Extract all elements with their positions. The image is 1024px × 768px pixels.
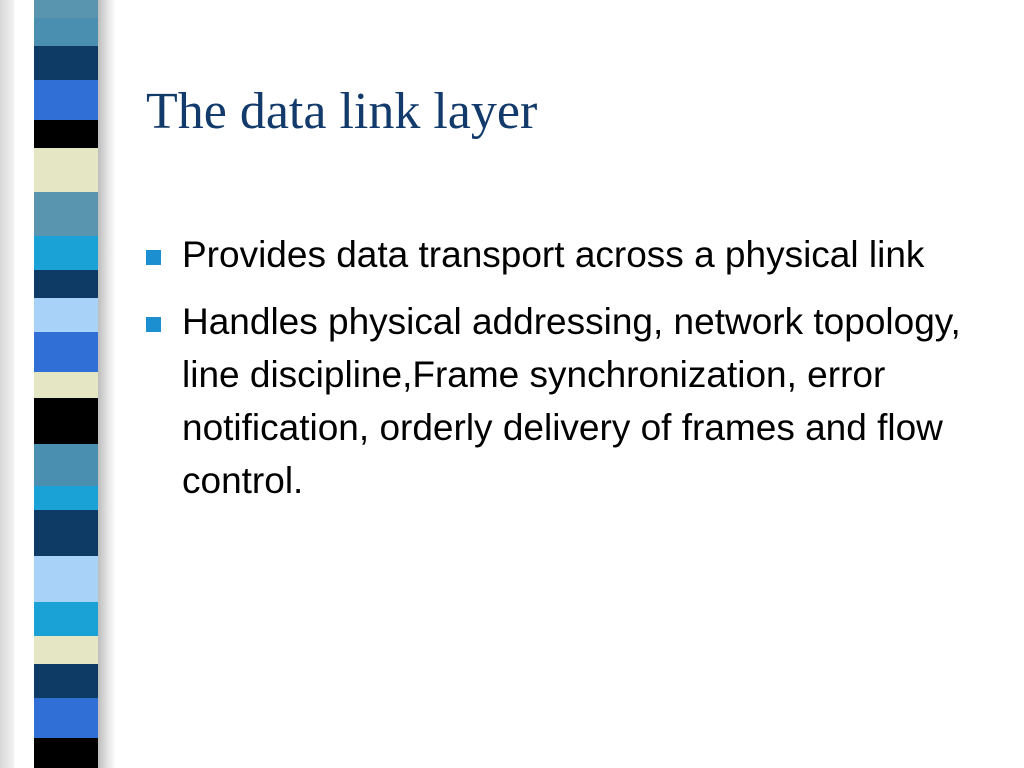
decorative-strip <box>0 0 118 768</box>
strip-block <box>34 120 98 148</box>
strip-block <box>34 236 98 270</box>
square-bullet-icon <box>146 250 161 265</box>
strip-block <box>34 444 98 486</box>
bullet-list: Provides data transport across a physica… <box>146 228 976 521</box>
strip-block <box>34 18 98 46</box>
bullet-text: Handles physical addressing, network top… <box>182 301 961 501</box>
strip-block <box>34 0 98 18</box>
strip-block <box>34 602 98 636</box>
strip-block <box>34 192 98 236</box>
strip-block <box>34 556 98 602</box>
slide-title: The data link layer <box>146 83 538 140</box>
strip-block <box>34 664 98 698</box>
square-bullet-icon <box>146 317 161 332</box>
strip-block <box>34 510 98 556</box>
strip-block <box>34 738 98 768</box>
strip-block <box>34 80 98 120</box>
strip-block <box>34 636 98 664</box>
strip-block <box>34 298 98 332</box>
strip-block <box>34 698 98 738</box>
strip-right-shadow <box>98 0 116 768</box>
bullet-item: Provides data transport across a physica… <box>146 228 976 281</box>
strip-block <box>34 398 98 444</box>
strip-block <box>34 46 98 80</box>
strip-block <box>34 332 98 372</box>
bullet-text: Provides data transport across a physica… <box>182 234 925 275</box>
strip-block <box>34 148 98 192</box>
bullet-item: Handles physical addressing, network top… <box>146 295 976 507</box>
strip-block <box>34 486 98 510</box>
strip-block <box>34 270 98 298</box>
strip-block <box>34 372 98 398</box>
strip-left-shadow <box>0 0 14 768</box>
